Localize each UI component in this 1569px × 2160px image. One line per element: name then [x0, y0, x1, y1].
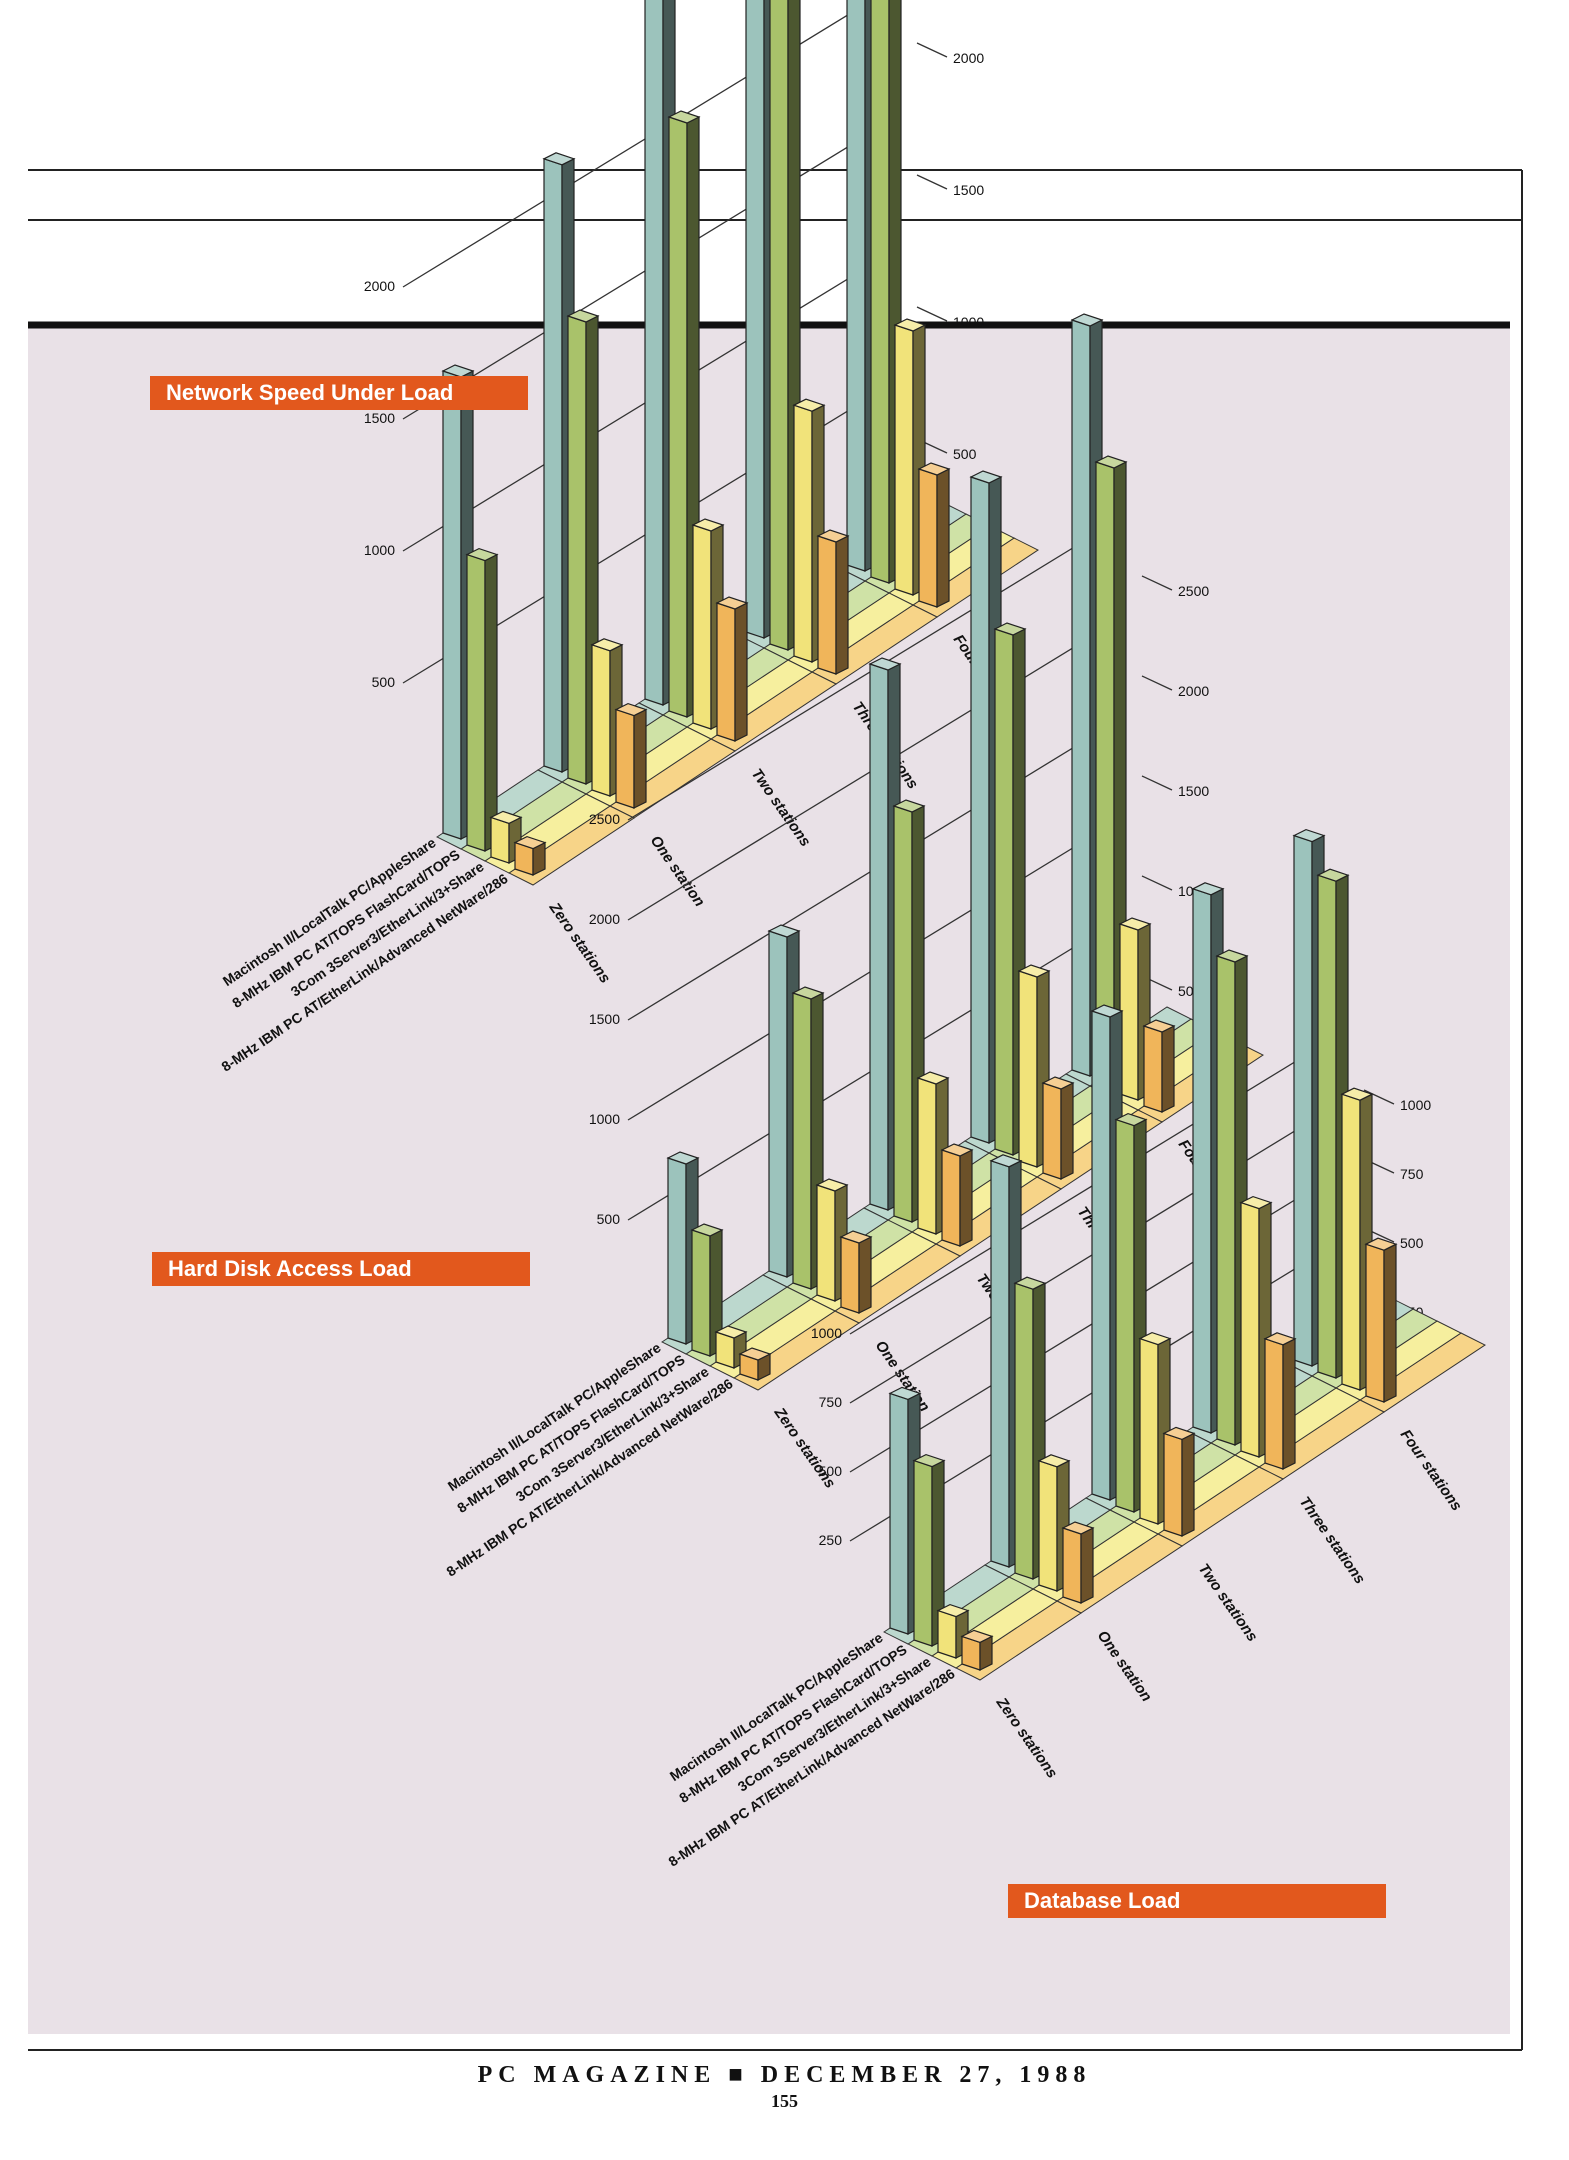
y-tick-mark-right: [1141, 875, 1173, 891]
chart-title: Database Load: [1024, 1888, 1181, 1913]
y-tick-label-right: 2500: [1178, 583, 1209, 599]
y-tick-label-right: 500: [953, 446, 977, 462]
bar: [715, 596, 749, 742]
y-tick-mark-right: [1141, 575, 1173, 591]
y-tick-label-right: 1500: [953, 182, 984, 198]
chart-title-box: [150, 376, 528, 410]
y-tick-label-left: 1500: [589, 1011, 620, 1027]
bar: [917, 462, 951, 608]
y-tick-label-left: 500: [372, 674, 396, 690]
chart-title-box: [152, 1252, 530, 1286]
bar: [1162, 1426, 1196, 1537]
page-footer: PC MAGAZINE ■ DECEMBER 27, 1988 155: [0, 2062, 1569, 2112]
y-tick-label-left: 1000: [364, 542, 395, 558]
y-tick-mark-right: [1141, 675, 1173, 691]
y-tick-label-right: 2000: [1178, 683, 1209, 699]
bar: [912, 1453, 946, 1647]
y-tick-label-left: 1000: [811, 1325, 842, 1341]
y-tick-label-right: 500: [1400, 1235, 1424, 1251]
y-tick-label-left: 1500: [364, 410, 395, 426]
y-tick-label-right: 1000: [1400, 1097, 1431, 1113]
y-tick-label-left: 2500: [589, 811, 620, 827]
y-tick-label-left: 1000: [589, 1111, 620, 1127]
y-tick-label-left: 750: [819, 1394, 843, 1410]
bar: [816, 529, 850, 675]
chart-title: Hard Disk Access Load: [168, 1256, 412, 1281]
bar: [1041, 1076, 1075, 1180]
bar: [738, 1347, 772, 1381]
chart-title: Network Speed Under Load: [166, 380, 453, 405]
y-tick-label-left: 2000: [589, 911, 620, 927]
y-tick-label-right: 1000: [953, 314, 984, 330]
y-tick-label-left: 500: [597, 1211, 621, 1227]
bar: [940, 1143, 974, 1247]
y-tick-mark-right: [916, 42, 948, 58]
chart-title-box: [1008, 1884, 1386, 1918]
y-tick-label-left: 500: [819, 1463, 843, 1479]
y-tick-mark-right: [916, 306, 948, 322]
bar: [1142, 1019, 1176, 1113]
bar: [465, 547, 499, 852]
bar: [614, 702, 648, 809]
bar: [960, 1629, 994, 1671]
y-tick-label-right: 1500: [1178, 783, 1209, 799]
bar: [489, 810, 523, 864]
y-tick-label-right: 750: [1400, 1166, 1424, 1182]
bar: [1263, 1332, 1297, 1470]
bar: [839, 1230, 873, 1314]
bar: [690, 1223, 724, 1357]
page-number: 155: [771, 2091, 798, 2111]
y-tick-label-left: 2000: [364, 278, 395, 294]
y-tick-label-right: 2000: [953, 50, 984, 66]
bar: [1364, 1237, 1398, 1403]
bar: [513, 835, 547, 876]
y-tick-mark-right: [916, 174, 948, 190]
bar: [1061, 1521, 1095, 1604]
y-tick-label-left: 250: [819, 1532, 843, 1548]
y-tick-mark-right: [1141, 775, 1173, 791]
y-tick-mark-right: [1363, 1089, 1395, 1105]
magazine-footer: PC MAGAZINE ■ DECEMBER 27, 1988: [477, 2062, 1092, 2088]
